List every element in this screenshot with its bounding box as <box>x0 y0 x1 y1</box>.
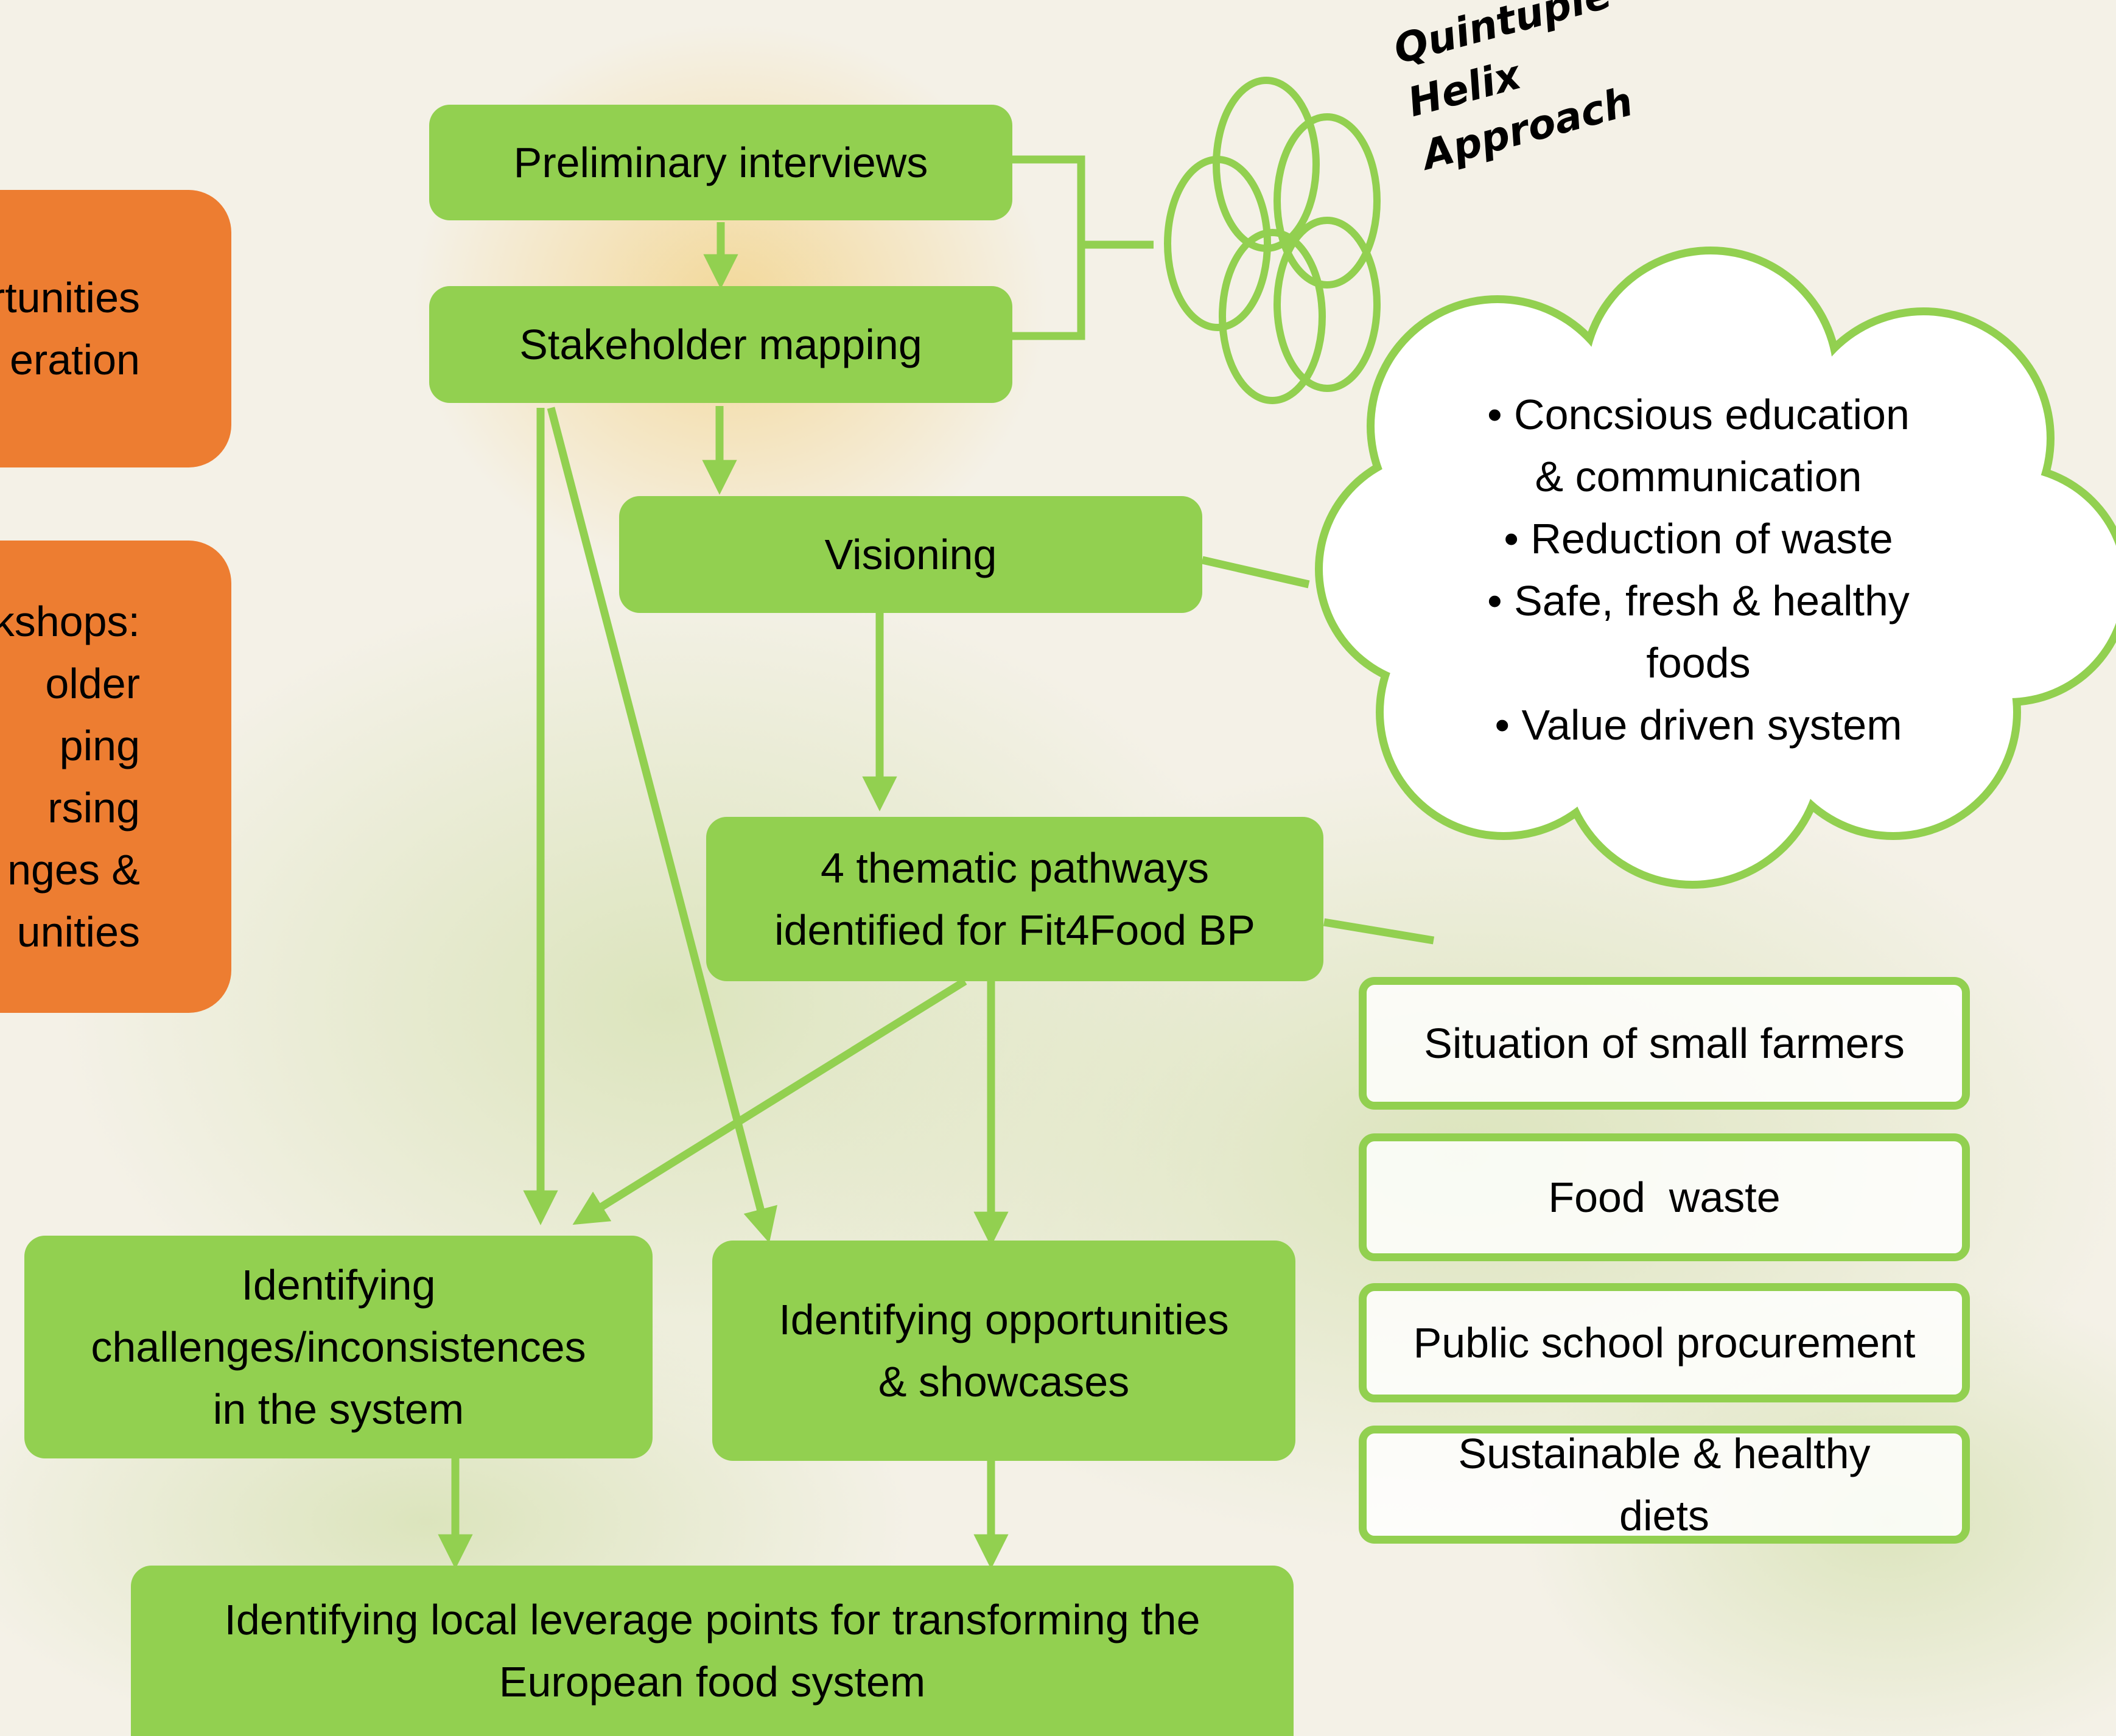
pathway-label: Sustainable & healthy <box>1458 1430 1871 1477</box>
orange-box-top-line: rtunities <box>0 274 140 321</box>
pathway-label: Food waste <box>1548 1174 1781 1221</box>
pathway-label: diets <box>1619 1492 1709 1539</box>
orange-box-top-line: eration <box>9 336 140 383</box>
vision-item-continuation: & communication <box>1535 453 1862 500</box>
thematic-pathways-line: identified for Fit4Food BP <box>774 906 1255 954</box>
visioning-box: Visioning <box>619 496 1202 613</box>
challenges-line: challenges/inconsistences <box>91 1323 586 1371</box>
orange-box-bottom-line: kshops: <box>0 598 140 645</box>
leverage-points-line: European food system <box>499 1658 926 1706</box>
pathway-label: Public school procurement <box>1413 1319 1916 1367</box>
leverage-points-box: Identifying local leverage points for tr… <box>131 1566 1294 1736</box>
orange-box-bottom-line: nges & <box>7 846 140 894</box>
pathway-label: Situation of small farmers <box>1424 1020 1905 1067</box>
thematic-pathways-box: 4 thematic pathways identified for Fit4F… <box>706 817 1323 981</box>
bracket-connector <box>1011 155 1154 340</box>
vision-item: Safe, fresh & healthy <box>1418 570 1978 632</box>
vision-item: Reduction of waste <box>1418 508 1978 570</box>
vision-item: Concsious education <box>1418 383 1978 446</box>
challenges-line: Identifying <box>241 1261 436 1309</box>
orange-box-bottom-line: ping <box>59 722 140 769</box>
thematic-pathways-line: 4 thematic pathways <box>820 844 1210 892</box>
helix-icon <box>1164 77 1381 404</box>
pathway-school-procurement: Public school procurement <box>1359 1283 1970 1402</box>
leverage-points-line: Identifying local leverage points for tr… <box>224 1596 1200 1643</box>
vision-cloud-list: Concsious education & communication Redu… <box>1418 383 1978 756</box>
orange-box-bottom-line: older <box>45 660 140 707</box>
link-pathways-to-list <box>1323 918 1435 945</box>
identifying-challenges-box: Identifying challenges/inconsistences in… <box>24 1236 653 1458</box>
arrow-mapping-to-opportunities <box>547 407 777 1244</box>
arrow-pathways-to-challenges <box>572 978 967 1225</box>
orange-box-top: rtunities eration <box>0 190 231 467</box>
pathway-food-waste: Food waste <box>1359 1133 1970 1261</box>
preliminary-interviews-box: Preliminary interviews <box>429 105 1012 220</box>
preliminary-interviews-label: Preliminary interviews <box>513 139 928 186</box>
orange-box-bottom-line: unities <box>16 908 140 956</box>
opportunities-line: Identifying opportunities <box>779 1296 1229 1343</box>
vision-item-continuation: foods <box>1646 639 1751 687</box>
pathway-healthy-diets: Sustainable & healthy diets <box>1359 1426 1970 1544</box>
challenges-line: in the system <box>212 1385 464 1433</box>
pathway-small-farmers: Situation of small farmers <box>1359 977 1970 1110</box>
link-visioning-to-cloud <box>1201 556 1310 589</box>
stakeholder-mapping-label: Stakeholder mapping <box>519 321 922 368</box>
stakeholder-mapping-box: Stakeholder mapping <box>429 286 1012 403</box>
visioning-label: Visioning <box>824 531 997 578</box>
orange-box-bottom: kshops: older ping rsing nges & unities <box>0 541 231 1013</box>
orange-box-bottom-line: rsing <box>47 784 140 831</box>
opportunities-line: & showcases <box>878 1358 1130 1405</box>
vision-item: Value driven system <box>1418 694 1978 756</box>
identifying-opportunities-box: Identifying opportunities & showcases <box>712 1241 1295 1461</box>
